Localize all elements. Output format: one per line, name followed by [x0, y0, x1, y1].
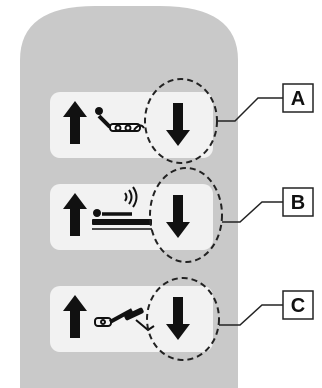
callout-label-c: C	[291, 295, 305, 317]
callout-label-b: B	[291, 192, 305, 214]
callout-label-box-a	[282, 83, 314, 113]
callout-circle-b	[149, 167, 223, 263]
callout-label-a: A	[291, 88, 305, 110]
button-plate-b	[50, 184, 213, 250]
backrest-incline-icon	[95, 107, 145, 132]
callout-label-box-b	[282, 187, 314, 217]
callout-circle-c	[146, 277, 220, 361]
callout-line-a	[217, 97, 283, 122]
button-row-b: B	[50, 167, 314, 263]
legrest-incline-icon	[94, 307, 155, 332]
button-plate-c	[50, 286, 213, 352]
up-arrow-icon[interactable]	[63, 101, 87, 144]
callout-line-c	[219, 304, 283, 326]
callout-line-b	[222, 201, 283, 223]
up-arrow-icon[interactable]	[63, 193, 87, 236]
button-row-a: A	[50, 78, 314, 164]
down-arrow-icon[interactable]	[166, 297, 190, 340]
down-arrow-icon[interactable]	[166, 195, 190, 238]
button-row-c: C	[50, 277, 314, 361]
bed-vibration-icon	[92, 186, 152, 230]
up-arrow-icon[interactable]	[63, 295, 87, 338]
down-arrow-icon[interactable]	[166, 103, 190, 146]
callout-label-box-c	[282, 290, 314, 320]
